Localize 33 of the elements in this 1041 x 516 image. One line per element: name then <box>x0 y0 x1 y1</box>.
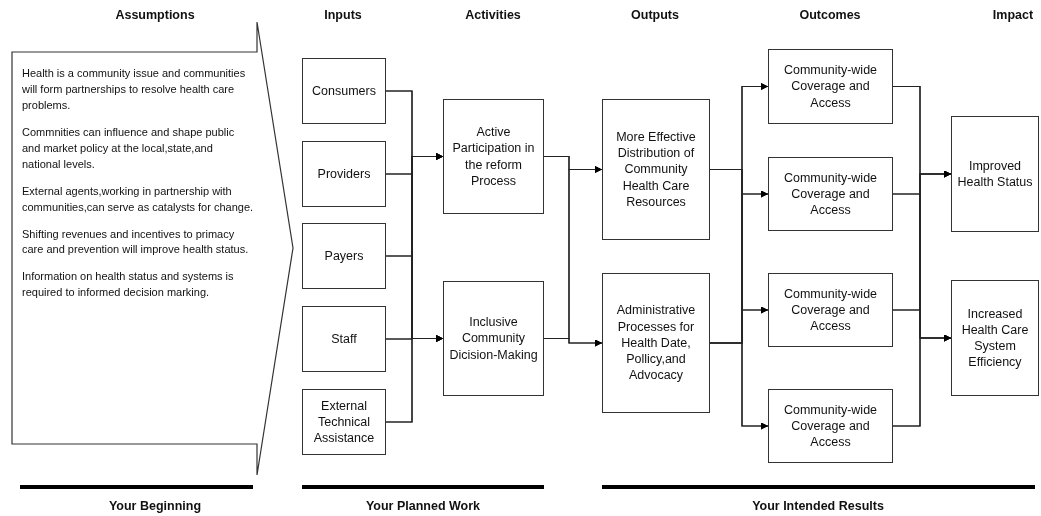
process-box: Community-wide Coverage and Access <box>768 157 893 231</box>
column-heading: Your Intended Results <box>752 499 884 513</box>
assumption-text: Commnities can influence and shape public and market policy at the local,state,and national levels. <box>22 124 236 172</box>
connector-arrow <box>709 342 769 430</box>
process-box: Improved Health Status <box>951 116 1039 232</box>
column-heading: Assumptions <box>115 8 195 22</box>
process-box: External Technical Assistance <box>302 389 386 455</box>
process-box: Staff <box>302 306 386 372</box>
assumption-text: Information on health status and systems is required to informed decision marking. <box>22 269 235 301</box>
column-heading: Impact <box>992 8 1034 22</box>
assumption-text: Health is a community issue and communities will form partnerships to resolve health care problems. <box>22 66 247 113</box>
column-heading: Your Planned Work <box>365 499 481 513</box>
column-heading: Outputs <box>631 8 679 22</box>
assumption-text: Shifting revenues and incentives to primacy care and prevention will improve health status. <box>22 226 250 258</box>
connector-arrow <box>385 335 444 423</box>
process-box: Increased Health Care System Efficiency <box>951 280 1039 396</box>
process-box: More Effective Distribution of Community Health Care Resources <box>602 99 710 240</box>
assumption-text: External agents,working in partnership with communities,can serve as catalysts for change. <box>22 183 254 215</box>
process-box: Community-wide Coverage and Access <box>768 273 893 347</box>
process-box: Providers <box>302 141 386 207</box>
process-box: Community-wide Coverage and Access <box>768 49 893 124</box>
process-box: Active Participation in the reform Process <box>443 99 544 214</box>
process-box: Consumers <box>302 58 386 124</box>
column-heading: Outcomes <box>799 8 861 22</box>
column-heading: Inputs <box>324 8 362 22</box>
process-box: Payers <box>302 223 386 289</box>
connector-arrow <box>543 337 603 347</box>
process-box: Community-wide Coverage and Access <box>768 389 893 463</box>
connector-arrow <box>892 334 952 427</box>
column-heading: Activities <box>465 8 521 22</box>
column-heading: Your Beginning <box>108 499 202 513</box>
process-box: Administrative Processes for Health Date, Pollicy,and Advocacy <box>602 273 710 413</box>
process-box: Inclusive Community Dicision-Making <box>443 281 544 396</box>
